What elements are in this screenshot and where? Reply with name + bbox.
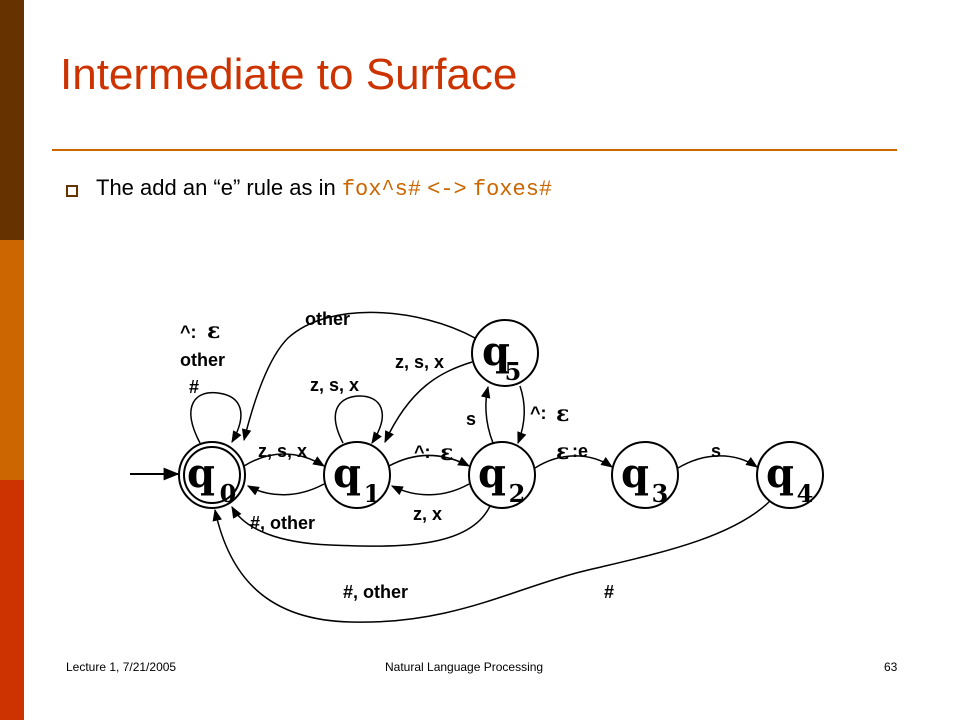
label-q1-q2-caret: ^: xyxy=(414,442,431,462)
label-q5-q0: other xyxy=(305,309,350,329)
edge-q5-q0 xyxy=(241,311,476,442)
bullet-prose: The add an “e” rule as in xyxy=(96,175,342,200)
edge-q1-q2 xyxy=(388,454,471,467)
state-q0: q 0 xyxy=(178,441,246,509)
edge-q5-q1 xyxy=(384,361,473,444)
state-q2-subscript: 2 xyxy=(509,479,526,508)
edge-q1-loop xyxy=(334,395,383,445)
edge-q0-q1 xyxy=(243,453,326,467)
code-lexical-form: foxes# xyxy=(472,177,553,202)
edge-q4-q0 xyxy=(212,500,771,623)
label-q1-loop: z, s, x xyxy=(310,375,359,395)
state-q1-letter: q xyxy=(333,450,361,497)
label-q2-q1: z, x xyxy=(413,504,442,524)
state-q0-letter: q xyxy=(187,450,215,497)
code-surface-form: fox^s# xyxy=(341,177,422,202)
label-q0-loop-other: other xyxy=(180,350,225,370)
state-q1-subscript: 1 xyxy=(364,479,381,508)
footer-course: Natural Language Processing xyxy=(385,660,544,674)
state-q1: q 1 xyxy=(323,441,391,509)
square-bullet-icon xyxy=(66,184,78,197)
footer-lecture: Lecture 1, 7/21/2005 xyxy=(66,660,177,674)
edge-q2-q3 xyxy=(534,455,613,469)
edge-q2-q5 xyxy=(480,385,494,444)
label-q1-q0: #, other xyxy=(250,513,315,533)
bullet-item: The add an “e” rule as in fox^s# <-> fox… xyxy=(66,175,552,202)
bullet-text: The add an “e” rule as in fox^s# <-> fox… xyxy=(96,175,552,202)
label-q2-q5: s xyxy=(466,409,476,429)
state-q5: q 5 xyxy=(471,319,539,387)
slide-title: Intermediate to Surface xyxy=(60,50,518,99)
label-q2-q3-insert-e: :e xyxy=(572,441,588,461)
sidebar-stripe-bottom xyxy=(0,480,24,720)
label-q0-q1: z, s, x xyxy=(258,441,307,461)
state-q2-letter: q xyxy=(478,450,506,497)
state-q4-letter: q xyxy=(766,450,794,497)
state-q0-subscript: 0 xyxy=(220,479,237,508)
code-arrow: <-> xyxy=(427,177,467,202)
label-q0-loop-hash: # xyxy=(189,377,199,397)
label-q4-q0: # xyxy=(604,582,614,602)
state-q5-subscript: 5 xyxy=(505,357,522,386)
label-q5-q1: z, s, x xyxy=(395,352,444,372)
state-q3-letter: q xyxy=(621,450,649,497)
sidebar-stripe-middle xyxy=(0,240,24,480)
state-q2: q 2 xyxy=(468,441,536,509)
label-q5-q2-caret: ^: xyxy=(530,403,547,423)
label-q0-loop-epsilon: ε xyxy=(207,318,220,344)
label-q2-q0: #, other xyxy=(343,582,408,602)
label-q1-q2-epsilon: ε xyxy=(440,440,453,466)
label-q3-q4: s xyxy=(711,441,721,461)
footer-page-number: 63 xyxy=(884,660,898,674)
state-q5-letter: q xyxy=(482,328,510,375)
state-q3: q 3 xyxy=(611,441,679,509)
state-q3-subscript: 3 xyxy=(652,479,669,508)
edge-q2-q0 xyxy=(231,505,491,547)
label-q2-q3-epsilon: ε xyxy=(556,439,569,465)
state-q4: q 4 xyxy=(756,441,824,509)
edge-q3-q4 xyxy=(677,455,758,469)
label-q0-loop-caret: ^: xyxy=(180,322,197,342)
edge-q0-loop xyxy=(190,391,242,444)
title-divider xyxy=(52,149,897,151)
label-q5-q2-epsilon: ε xyxy=(556,401,569,427)
edge-q1-q0 xyxy=(246,483,325,496)
edge-q2-q1 xyxy=(390,483,470,496)
edge-q5-q2 xyxy=(517,385,527,445)
sidebar-stripe-top xyxy=(0,0,24,240)
state-q4-subscript: 4 xyxy=(797,479,814,508)
